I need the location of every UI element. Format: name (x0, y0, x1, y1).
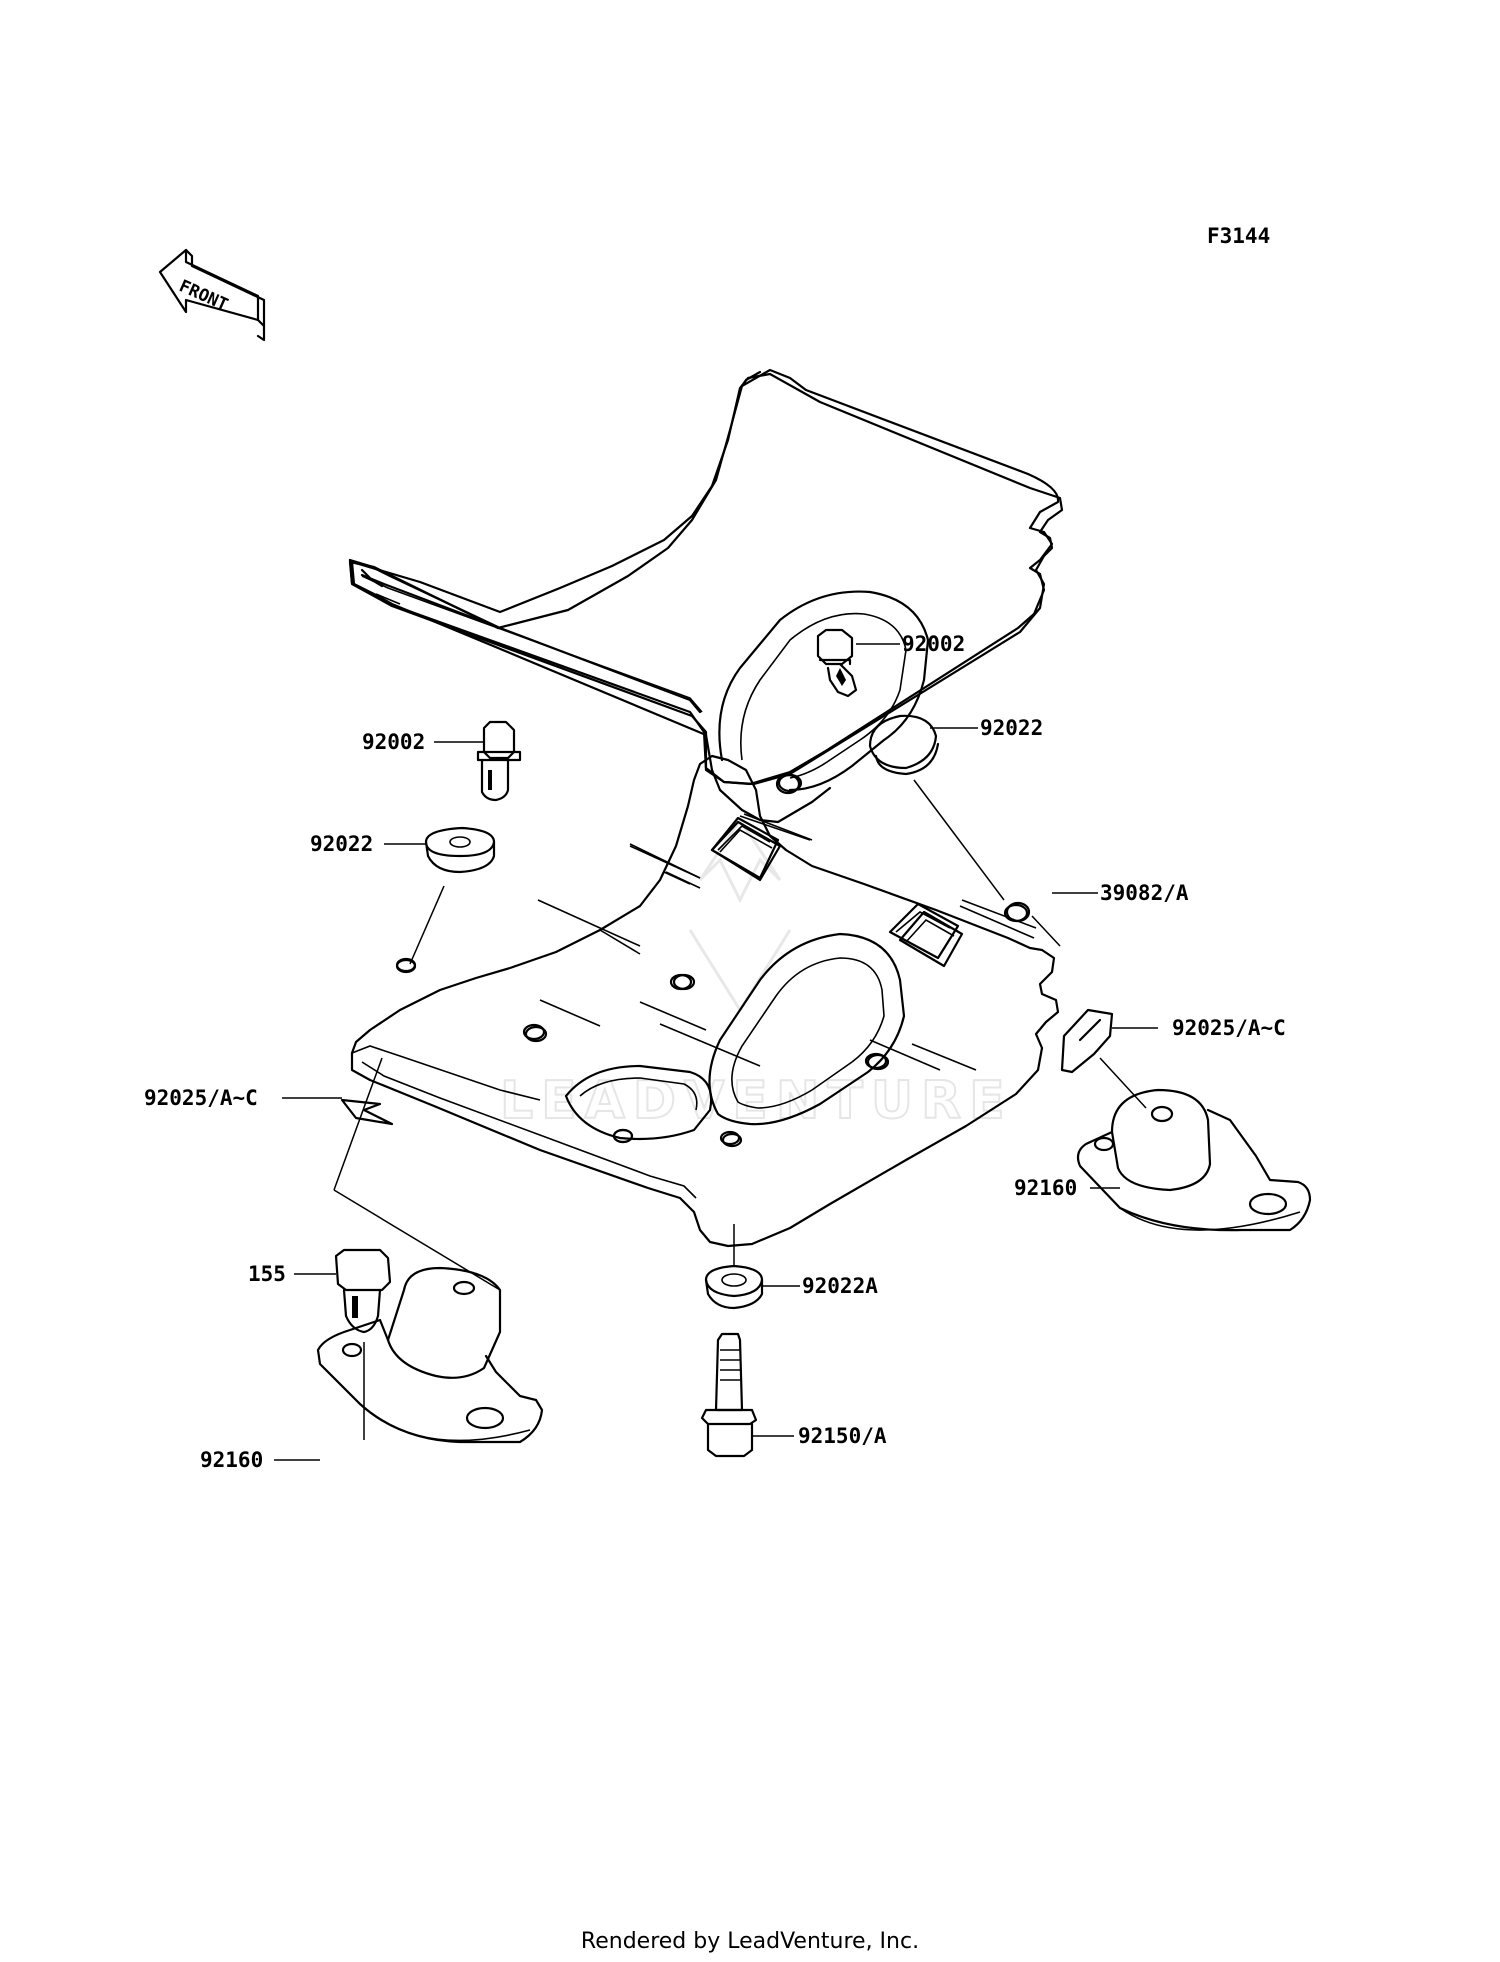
collar-92022A (704, 1264, 764, 1310)
bolt-155 (334, 1248, 392, 1334)
callout-92160-left: 92160 (200, 1448, 263, 1472)
callout-92160-right: 92160 (1014, 1176, 1077, 1200)
callout-92022A: 92022A (802, 1274, 878, 1298)
front-arrow-icon: FRONT (158, 248, 266, 342)
callout-39082: 39082/A (1100, 881, 1189, 905)
collar-92022-right (868, 714, 940, 776)
callout-92002-left: 92002 (362, 730, 425, 754)
callout-92025-left: 92025/A~C (144, 1086, 258, 1110)
mount-92160-left (316, 1266, 544, 1444)
bolt-92002-left (476, 720, 522, 802)
bracket-geometry (348, 368, 1060, 786)
figure-code: F3144 (1207, 224, 1270, 248)
bolt-92002-top (816, 628, 858, 698)
clip-92025-left (340, 1098, 394, 1126)
callout-92022-right: 92022 (980, 716, 1043, 740)
callout-155: 155 (248, 1262, 286, 1286)
callout-92022-left: 92022 (310, 832, 373, 856)
leader-lines (274, 643, 1158, 1461)
bolt-92150 (700, 1332, 758, 1458)
watermark-text: LEADVENTURE (500, 1071, 1013, 1131)
callout-92025-right: 92025/A~C (1172, 1016, 1286, 1040)
bracket-simple (350, 372, 1064, 1146)
callout-92002-top: 92002 (902, 632, 965, 656)
callout-92150: 92150/A (798, 1424, 887, 1448)
clip-92025-right (1060, 1008, 1114, 1074)
bracket-hole (719, 1130, 741, 1146)
bracket-shape (350, 754, 1060, 1248)
bracket-hole (522, 1023, 546, 1041)
credit-text: Rendered by LeadVenture, Inc. (581, 1929, 919, 1954)
collar-92022-left (424, 826, 496, 874)
mount-92160-right (1076, 1088, 1312, 1232)
